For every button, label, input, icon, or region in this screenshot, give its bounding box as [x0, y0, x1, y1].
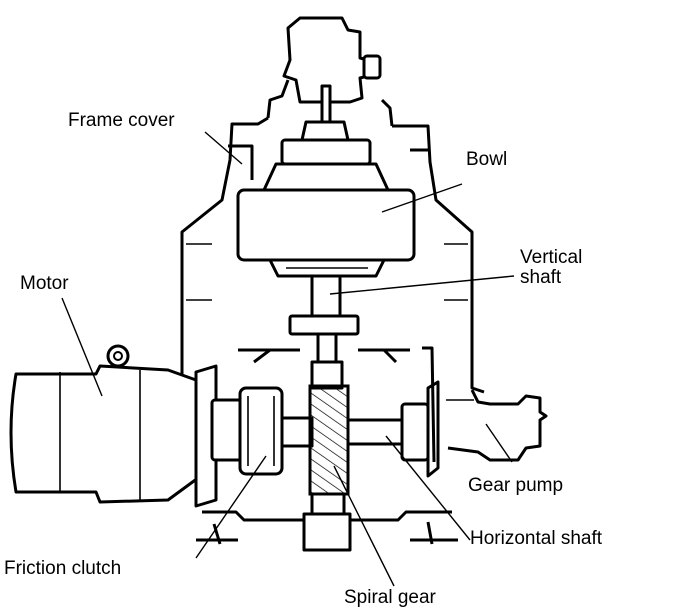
horizontal-shaft	[280, 346, 440, 478]
leader-gear-pump	[485, 423, 513, 463]
friction-clutch	[210, 386, 284, 476]
leader-friction-clutch	[195, 455, 267, 559]
leader-spiral-gear	[333, 465, 395, 587]
leader-vertical-shaft	[329, 275, 515, 295]
label-frame-cover: Frame cover	[68, 110, 175, 131]
leader-motor	[61, 297, 103, 397]
label-gear-pump: Gear pump	[468, 475, 564, 496]
leader-bowl	[381, 183, 463, 213]
label-spiral-gear: Spiral gear	[344, 587, 436, 608]
base-frame	[196, 510, 458, 545]
top-inlet-fitting	[266, 16, 394, 127]
leader-horizontal-shaft	[385, 435, 471, 541]
vertical-shaft	[238, 274, 410, 390]
label-friction-clutch: Friction clutch	[4, 558, 122, 579]
leader-lines	[61, 131, 515, 587]
motor	[9, 344, 218, 508]
label-bowl: Bowl	[466, 149, 508, 170]
gear-pump	[446, 389, 548, 462]
leader-frame-cover	[204, 131, 243, 165]
label-vertical-shaft: Vertical shaft	[520, 247, 583, 288]
bowl-assembly	[236, 84, 416, 278]
label-horizontal-shaft: Horizontal shaft	[470, 528, 603, 549]
frame-cover	[180, 116, 485, 394]
label-motor: Motor	[20, 273, 69, 294]
spiral-gear	[302, 384, 352, 552]
